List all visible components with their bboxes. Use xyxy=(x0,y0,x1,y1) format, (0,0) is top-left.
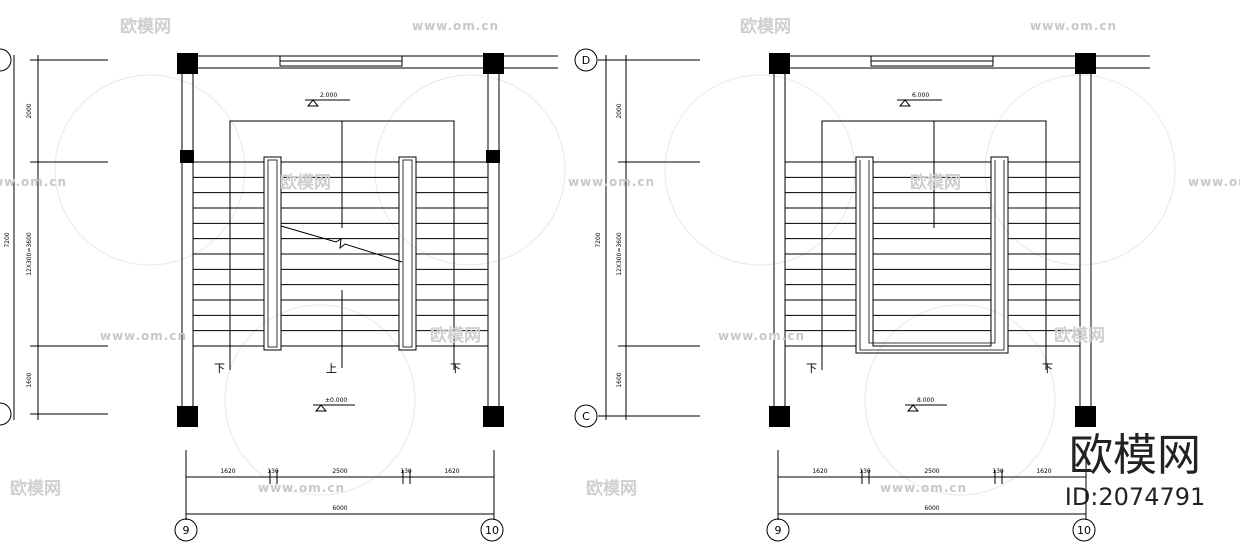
watermark-name: 欧模网 xyxy=(740,16,791,37)
svg-text:130: 130 xyxy=(859,468,871,475)
axis-bubble-c xyxy=(574,404,598,428)
svg-text:8.000: 8.000 xyxy=(917,397,934,404)
watermark-url: www.om.cn xyxy=(1030,19,1117,33)
direction-down-left-1: 下 xyxy=(214,362,225,375)
watermark-name: 欧模网 xyxy=(280,172,331,193)
watermark-url: www.om.cn xyxy=(258,481,345,495)
level-marker-bottom-2: 8.000 xyxy=(905,397,947,412)
watermark-url: www.om.cn xyxy=(718,329,805,343)
brand-name: 欧模网 xyxy=(1069,430,1201,481)
left-dim-1: 2000 xyxy=(26,103,33,118)
svg-text:10: 10 xyxy=(485,524,499,537)
axis-bubble-10-plan-2 xyxy=(1072,518,1096,542)
watermark-url: www.om.cn xyxy=(100,329,187,343)
svg-text:12X300=3600: 12X300=3600 xyxy=(616,232,623,276)
svg-text:2000: 2000 xyxy=(616,103,623,118)
dim-1-e: 1620 xyxy=(444,468,459,475)
svg-text:2.000: 2.000 xyxy=(320,92,337,99)
brand-id: ID:2074791 xyxy=(1064,483,1206,511)
stair-treads-plan-2 xyxy=(785,161,1080,347)
svg-text:1620: 1620 xyxy=(1036,468,1051,475)
svg-text:±0.000: ±0.000 xyxy=(325,397,347,404)
direction-up-1: 上 xyxy=(326,362,337,375)
svg-text:1620: 1620 xyxy=(812,468,827,475)
left-dim-3: 1600 xyxy=(26,372,33,387)
dim-1-b: 130 xyxy=(267,468,279,475)
svg-text:7200: 7200 xyxy=(595,232,602,247)
watermark-url: www.om.cn xyxy=(568,175,655,189)
svg-text:6000: 6000 xyxy=(924,505,939,512)
watermark-url: www.om.cn xyxy=(880,481,967,495)
svg-text:D: D xyxy=(582,54,590,67)
left-dim-2: 12X300=3600 xyxy=(26,232,33,276)
watermarks: 欧模网 www.om.cn 欧模网 www.om.cn www.om.cn 欧模… xyxy=(0,16,1240,499)
brand-logo: 欧模网 ID:2074791 xyxy=(1040,430,1230,512)
level-marker-top-1: 2.000 xyxy=(305,92,350,107)
axis-bubble-d xyxy=(574,48,598,72)
svg-text:6.000: 6.000 xyxy=(912,92,929,99)
svg-text:10: 10 xyxy=(1077,524,1091,537)
left-dim-total: 7200 xyxy=(4,232,11,247)
watermark-url: www.om.cn xyxy=(1188,175,1240,189)
watermark-name: 欧模网 xyxy=(430,325,481,346)
stair-plan-1: 2.000 ±0.000 下 上 下 1620 130 2500 130 162… xyxy=(174,53,558,542)
axis-bubble-9-plan-2 xyxy=(766,518,790,542)
direction-down-right-1: 下 xyxy=(450,362,461,375)
dim-1-d: 130 xyxy=(400,468,412,475)
direction-down-right-2: 下 xyxy=(1042,362,1053,375)
stair-plan-2: 6.000 8.000 下 下 1620 130 2500 130 1620 6… xyxy=(766,53,1150,542)
direction-down-left-2: 下 xyxy=(806,362,817,375)
plan-2-side-dimensions: D C 2000 12X300=3600 1600 7200 xyxy=(574,48,700,428)
watermark-name: 欧模网 xyxy=(1054,325,1105,346)
svg-text:9: 9 xyxy=(183,524,190,537)
watermark-name: 欧模网 xyxy=(10,478,61,499)
svg-text:130: 130 xyxy=(992,468,1004,475)
watermark-url: www.om.cn xyxy=(0,175,67,189)
level-marker-bottom-1: ±0.000 xyxy=(313,397,355,412)
svg-text:9: 9 xyxy=(775,524,782,537)
svg-text:2500: 2500 xyxy=(924,468,939,475)
dim-1-c: 2500 xyxy=(332,468,347,475)
watermark-name: 欧模网 xyxy=(910,172,961,193)
axis-bubble-9-plan-1 xyxy=(174,518,198,542)
left-partial-dimension-strip: 2000 12X300=3600 1600 7200 xyxy=(0,48,108,426)
watermark-name: 欧模网 xyxy=(120,16,171,37)
watermark-name: 欧模网 xyxy=(586,478,637,499)
dim-1-total: 6000 xyxy=(332,505,347,512)
svg-text:1600: 1600 xyxy=(616,372,623,387)
svg-text:C: C xyxy=(582,410,590,423)
axis-bubble-10-plan-1 xyxy=(480,518,504,542)
dim-1-a: 1620 xyxy=(220,468,235,475)
watermark-url: www.om.cn xyxy=(412,19,499,33)
stair-treads-plan-1 xyxy=(193,161,488,347)
level-marker-top-2: 6.000 xyxy=(897,92,942,107)
